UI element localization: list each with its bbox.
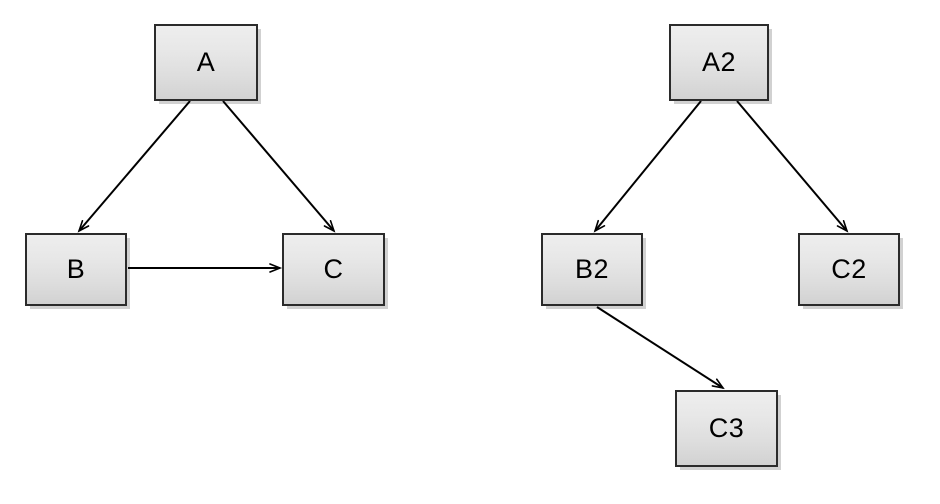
node-b2[interactable]: B2 (541, 233, 643, 306)
node-c3[interactable]: C3 (675, 390, 778, 467)
edge-a-to-b (77, 100, 191, 233)
node-c-label: C (323, 253, 344, 284)
node-a-label: A (196, 46, 216, 77)
node-a[interactable]: A (154, 24, 258, 101)
edge-a2-to-b2 (593, 100, 702, 233)
node-c2[interactable]: C2 (798, 233, 900, 306)
node-b-label: B (66, 253, 86, 284)
node-a2[interactable]: A2 (669, 24, 769, 101)
node-c2-label: C2 (831, 253, 867, 284)
edge-b2-to-c3 (596, 306, 725, 390)
node-a2-label: A2 (701, 46, 737, 77)
node-b2-label: B2 (574, 253, 610, 284)
node-c[interactable]: C (282, 233, 385, 306)
edge-a-to-c (222, 100, 336, 233)
node-b[interactable]: B (25, 233, 127, 306)
node-c3-label: C3 (708, 412, 745, 443)
edge-a2-to-c2 (736, 100, 849, 233)
